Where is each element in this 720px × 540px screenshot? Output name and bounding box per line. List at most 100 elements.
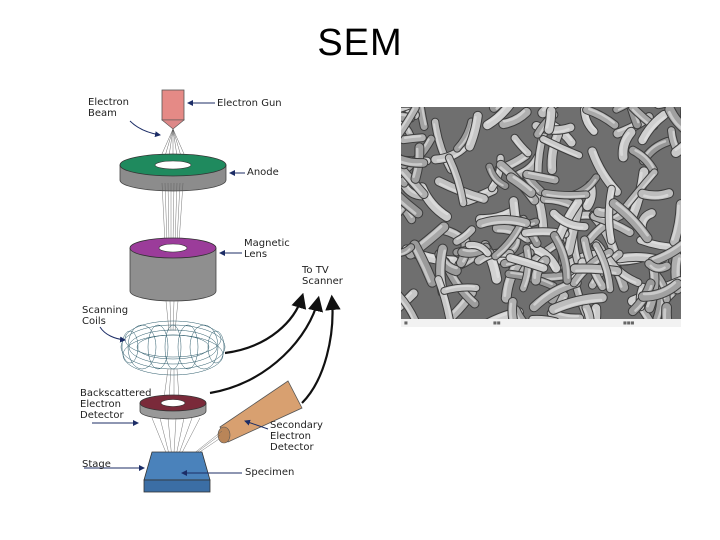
- bacterium-highlight: [502, 109, 526, 123]
- bacterium-highlight: [542, 107, 575, 112]
- bacterium-highlight: [623, 107, 640, 124]
- bacterium-rod: [401, 181, 423, 218]
- bacterium-highlight: [418, 107, 427, 126]
- bacterium-rod: [623, 169, 658, 210]
- bacterium-highlight: [456, 228, 471, 240]
- bacterium-rod: [585, 211, 625, 244]
- bacterium-highlight: [546, 193, 586, 198]
- bacterium-rod: [605, 185, 615, 244]
- bacterium-highlight: [401, 171, 423, 196]
- bacterium-highlight: [583, 308, 590, 319]
- anode-disk: [119, 153, 227, 192]
- bacterium-rod: [593, 242, 614, 293]
- bacterium-highlight: [553, 214, 584, 229]
- bacterium-highlight: [401, 291, 417, 319]
- bacterium-rod: [445, 154, 467, 207]
- bacterium-highlight: [619, 131, 630, 156]
- bacterium-highlight: [469, 245, 487, 255]
- bacterium-highlight: [481, 220, 526, 228]
- bacterium-highlight: [525, 176, 540, 193]
- bacterium-rod: [638, 279, 681, 301]
- bacterium-highlight: [593, 150, 619, 191]
- bacterium-rod: [465, 241, 491, 257]
- bacterium-highlight: [634, 149, 655, 169]
- bacterium-highlight: [543, 140, 578, 157]
- bacterium-highlight: [403, 135, 422, 139]
- label-electron-beam: Electron Beam: [88, 97, 130, 119]
- bacterium-rod: [506, 173, 536, 197]
- bacterium-rod: [583, 107, 619, 129]
- bacterium-highlight: [509, 302, 514, 319]
- bacterium-highlight: [617, 107, 652, 111]
- bacterium-rod: [453, 226, 476, 245]
- bacterium-highlight: [588, 213, 620, 239]
- bacterium-rod: [544, 107, 556, 134]
- bacterium-rod: [532, 188, 548, 234]
- bacterium-highlight: [649, 264, 666, 272]
- bacterium-highlight: [486, 107, 508, 124]
- secondary-detector-cone: [217, 380, 303, 444]
- bacterium-highlight: [523, 249, 531, 288]
- beam-column: [161, 182, 184, 244]
- backscattered-detector-ring: [139, 394, 207, 420]
- bacterium-highlight: [643, 116, 666, 142]
- bacterium-highlight: [588, 107, 616, 124]
- bacterium-rod: [671, 130, 681, 157]
- magnetic-lens: [129, 237, 217, 302]
- bacterium-highlight: [643, 193, 669, 199]
- bacterium-highlight: [439, 279, 452, 319]
- bacterium-rod: [523, 170, 559, 184]
- micrograph-image: [401, 107, 681, 319]
- bacterium-rod: [613, 107, 655, 113]
- bacterium-rod: [648, 233, 681, 266]
- signal-arrows: [209, 292, 341, 404]
- bacterium-rod: [549, 293, 607, 314]
- bacterium-highlight: [401, 107, 415, 146]
- bacterium-rod: [542, 190, 590, 199]
- bacterium-highlight: [445, 285, 476, 291]
- bacterium-rod: [619, 107, 641, 129]
- bacterium-highlight: [594, 246, 609, 289]
- bacterium-rod: [410, 240, 437, 287]
- label-to-tv-scanner: To TV Scanner: [302, 265, 343, 287]
- bacterium-rod: [629, 146, 657, 174]
- label-backscattered-detector: Backscattered Electron Detector: [80, 388, 152, 421]
- bacterium-rod: [441, 284, 480, 294]
- bacterium-rod: [538, 107, 581, 118]
- bacterium-rod: [665, 107, 681, 135]
- bacterium-highlight: [433, 123, 450, 170]
- bacterium-rod: [401, 187, 416, 224]
- bacterium-highlight: [401, 187, 417, 215]
- bacterium-rod: [540, 136, 583, 159]
- label-scanning-coils: Scanning Coils: [82, 305, 129, 327]
- sem-diagram-drawing: [84, 89, 341, 493]
- bacterium-rod: [435, 276, 454, 319]
- bacterium-rod: [609, 199, 652, 243]
- bacterium-highlight: [511, 255, 544, 267]
- scanned-beam: [163, 368, 180, 399]
- bacterium-rod: [401, 134, 426, 144]
- bacterium-highlight: [554, 298, 603, 313]
- bacterium-highlight: [513, 139, 527, 154]
- bacterium-rod: [401, 144, 408, 187]
- bacterium-rod: [499, 107, 531, 129]
- bacterium-highlight: [466, 115, 477, 146]
- bacterium-rod: [483, 107, 514, 130]
- bacterium-rod: [414, 107, 428, 130]
- bacterium-highlight: [401, 205, 406, 229]
- bacterium-rod: [401, 150, 428, 167]
- bacterium-highlight: [674, 132, 681, 152]
- bacterium-highlight: [412, 246, 431, 283]
- sem-diagram: Electron Beam Electron Gun Anode Magneti…: [70, 85, 370, 505]
- bacterium-highlight: [401, 291, 413, 319]
- bacterium-rod: [401, 289, 418, 319]
- bacterium-highlight: [401, 155, 423, 166]
- bacterium-rod: [520, 245, 532, 292]
- bacterium-rod: [662, 303, 678, 319]
- bacterium-highlight: [527, 171, 555, 179]
- bacterium-highlight: [642, 281, 677, 296]
- bacterium-highlight: [447, 159, 463, 203]
- electron-gun: [161, 89, 185, 130]
- bacterium-highlight: [401, 248, 411, 256]
- bacterium-rod: [582, 303, 594, 319]
